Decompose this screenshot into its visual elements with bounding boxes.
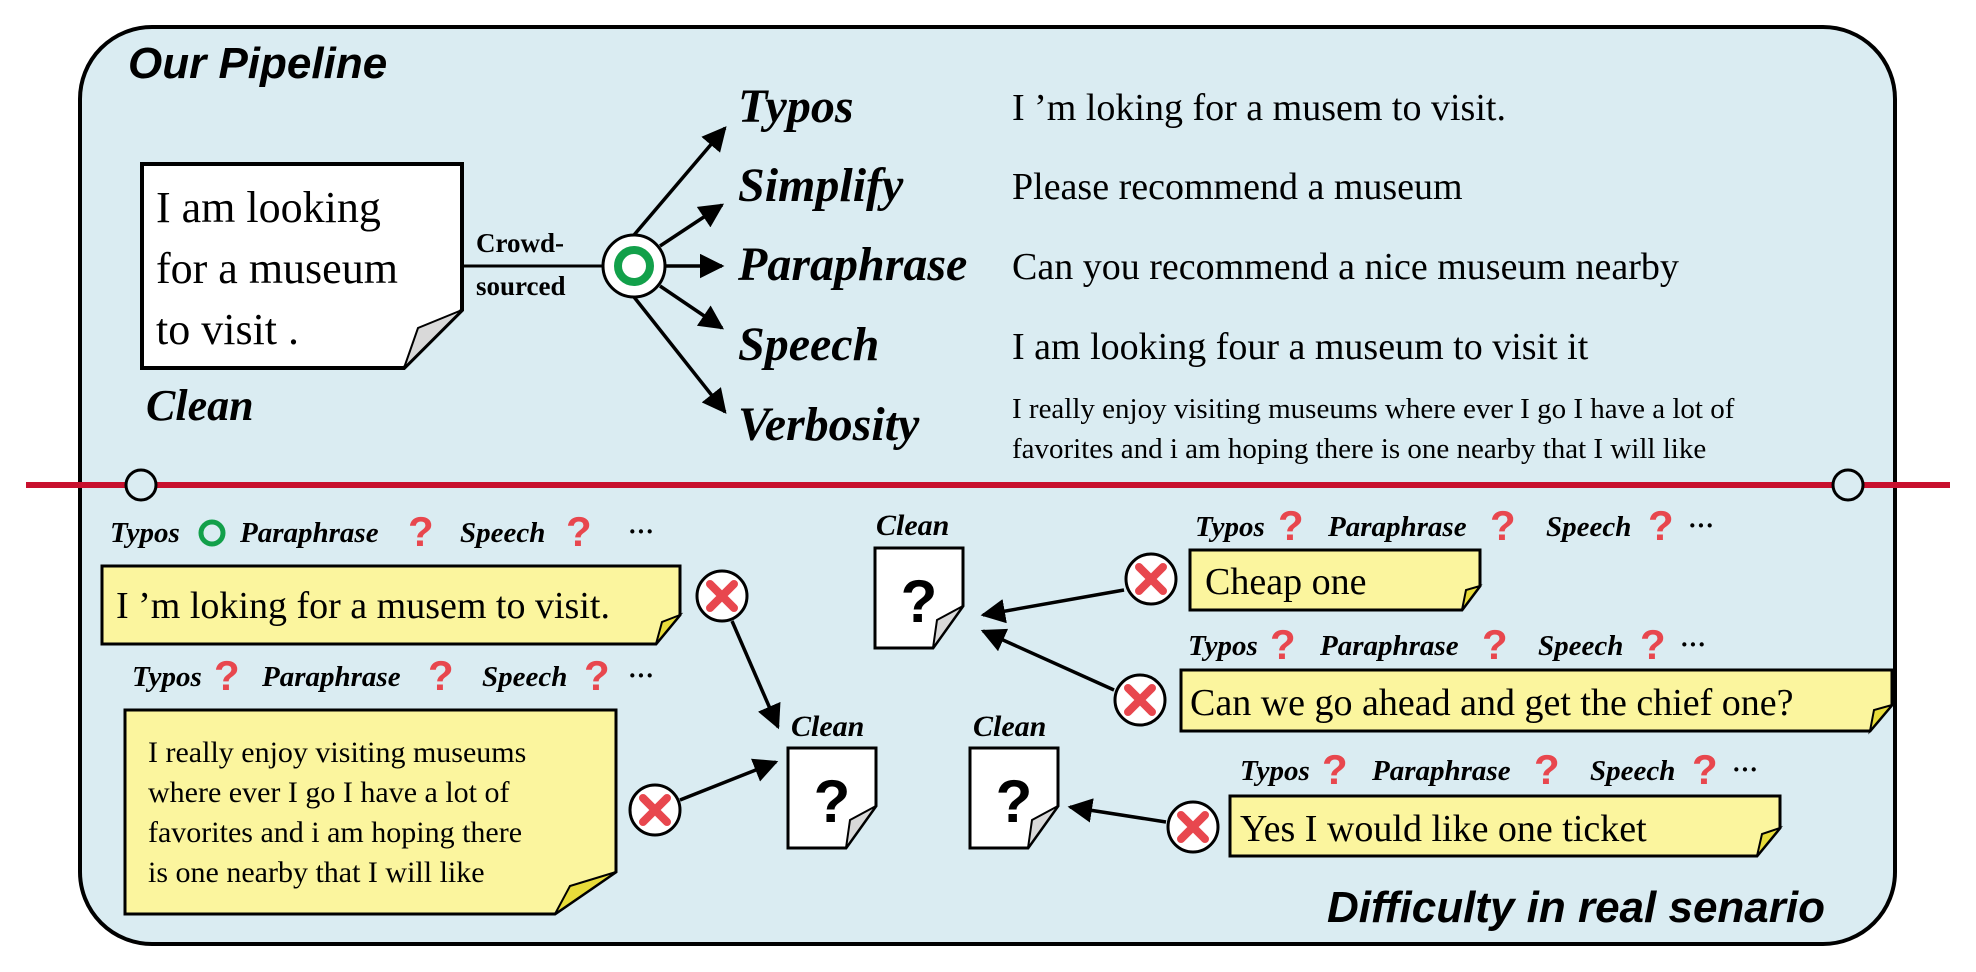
tag-speech: Speech bbox=[482, 661, 567, 693]
clean-label: Clean bbox=[876, 509, 949, 542]
tag-more: ··· bbox=[1688, 511, 1714, 540]
sticky-note-speech-right: Yes I would like one ticket bbox=[1228, 794, 1783, 858]
question-icon: ? bbox=[428, 652, 454, 699]
branch-arrows bbox=[632, 126, 727, 414]
divider-endpoint bbox=[1831, 468, 1865, 502]
variant-speech: Speech bbox=[738, 318, 879, 371]
cross-icon bbox=[1126, 554, 1176, 604]
question-icon: ? bbox=[1278, 502, 1304, 549]
clean-document: I am looking for a museum to visit . bbox=[140, 162, 464, 370]
check-hub-icon bbox=[601, 233, 667, 299]
question-icon: ? bbox=[1270, 621, 1296, 668]
variant-verbosity: Verbosity bbox=[738, 398, 920, 451]
crowd-label: sourced bbox=[476, 271, 566, 301]
tag-row-left-1: Typos Paraphrase ? Speech ? ··· bbox=[110, 508, 654, 555]
cross-icon bbox=[1168, 802, 1218, 852]
example-verbosity-line: I really enjoy visiting museums where ev… bbox=[1012, 393, 1735, 425]
question-icon: ? bbox=[1490, 502, 1516, 549]
question-icon: ? bbox=[1692, 746, 1718, 793]
sticky-note-paraphrase-right: Can we go ahead and get the chief one? bbox=[1179, 668, 1895, 735]
question-icon: ? bbox=[214, 652, 240, 699]
cross-icon bbox=[697, 571, 747, 621]
cross-icon bbox=[630, 785, 680, 835]
tag-more: ··· bbox=[628, 661, 654, 690]
clean-label: Clean bbox=[973, 710, 1046, 743]
note-text: is one nearby that I will like bbox=[148, 856, 485, 889]
tag-paraphrase: Paraphrase bbox=[261, 661, 401, 693]
clean-label: Clean bbox=[146, 381, 254, 430]
divider-endpoint bbox=[124, 468, 158, 502]
note-text: Yes I would like one ticket bbox=[1240, 808, 1647, 850]
question-icon: ? bbox=[1482, 621, 1508, 668]
question-icon: ? bbox=[1534, 746, 1560, 793]
tag-paraphrase: Paraphrase bbox=[1371, 755, 1511, 787]
crowd-label: Crowd- bbox=[476, 228, 564, 258]
question-icon: ? bbox=[1322, 746, 1348, 793]
tag-speech: Speech bbox=[460, 517, 545, 549]
tag-typos: Typos bbox=[1240, 755, 1310, 787]
note-text: Cheap one bbox=[1205, 561, 1366, 603]
check-icon bbox=[198, 519, 226, 547]
variant-paraphrase: Paraphrase bbox=[737, 238, 967, 291]
tag-more: ··· bbox=[1680, 630, 1706, 659]
note-text: where ever I go I have a lot of bbox=[148, 776, 510, 809]
note-text: favorites and i am hoping there bbox=[148, 816, 522, 849]
note-text: I ’m loking for a musem to visit. bbox=[116, 585, 610, 627]
clean-doc-line: I am looking bbox=[156, 183, 381, 232]
question-icon: ? bbox=[584, 652, 610, 699]
question-icon: ? bbox=[996, 768, 1033, 835]
tag-typos: Typos bbox=[132, 661, 202, 693]
tag-paraphrase: Paraphrase bbox=[1319, 630, 1459, 662]
question-icon: ? bbox=[408, 508, 434, 555]
tag-typos: Typos bbox=[1188, 630, 1258, 662]
tag-speech: Speech bbox=[1538, 630, 1623, 662]
tag-more: ··· bbox=[628, 517, 654, 546]
real-scenario-title: Difficulty in real senario bbox=[1327, 883, 1825, 932]
sticky-note-verbosity: I really enjoy visiting museums where ev… bbox=[123, 708, 618, 916]
tag-row-right-1: Typos ? Paraphrase ? Speech ? ··· bbox=[1195, 502, 1714, 549]
question-icon: ? bbox=[1640, 621, 1666, 668]
clean-label: Clean bbox=[791, 710, 864, 743]
tag-paraphrase: Paraphrase bbox=[239, 517, 379, 549]
tag-typos: Typos bbox=[110, 517, 180, 549]
tag-row-right-3: Typos ? Paraphrase ? Speech ? ··· bbox=[1240, 746, 1758, 793]
note-text: I really enjoy visiting museums bbox=[148, 736, 526, 769]
question-icon: ? bbox=[901, 568, 938, 635]
question-icon: ? bbox=[566, 508, 592, 555]
example-verbosity-line: favorites and i am hoping there is one n… bbox=[1012, 433, 1706, 465]
tag-paraphrase: Paraphrase bbox=[1327, 511, 1467, 543]
question-icon: ? bbox=[1648, 502, 1674, 549]
tag-row-left-2: Typos ? Paraphrase ? Speech ? ··· bbox=[132, 652, 654, 699]
example-paraphrase: Can you recommend a nice museum nearby bbox=[1012, 246, 1679, 288]
tag-speech: Speech bbox=[1590, 755, 1675, 787]
left-arrows bbox=[679, 620, 781, 802]
question-icon: ? bbox=[814, 768, 851, 835]
right-arrows bbox=[980, 588, 1167, 824]
variant-simplify: Simplify bbox=[738, 159, 904, 212]
tag-more: ··· bbox=[1732, 755, 1758, 784]
cross-icon bbox=[1115, 675, 1165, 725]
note-text: Can we go ahead and get the chief one? bbox=[1190, 682, 1794, 724]
example-typos: I ’m loking for a musem to visit. bbox=[1012, 87, 1506, 129]
clean-doc-line: to visit . bbox=[156, 305, 299, 354]
variant-typos: Typos bbox=[738, 80, 854, 133]
tag-speech: Speech bbox=[1546, 511, 1631, 543]
sticky-note-typos-right: Cheap one bbox=[1188, 548, 1483, 612]
pipeline-title: Our Pipeline bbox=[128, 39, 387, 88]
sticky-note-typos: I ’m loking for a musem to visit. bbox=[100, 564, 684, 646]
tag-row-right-2: Typos ? Paraphrase ? Speech ? ··· bbox=[1188, 621, 1706, 668]
example-simplify: Please recommend a museum bbox=[1012, 166, 1463, 208]
clean-doc-line: for a museum bbox=[156, 244, 398, 293]
example-speech: I am looking four a museum to visit it bbox=[1012, 326, 1589, 368]
tag-typos: Typos bbox=[1195, 511, 1265, 543]
